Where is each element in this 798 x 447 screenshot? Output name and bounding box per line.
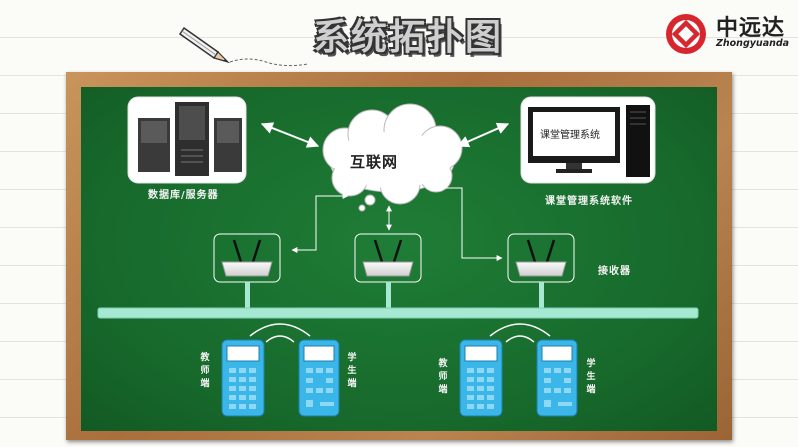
software-panel bbox=[520, 96, 656, 184]
wifi-router-icon bbox=[515, 239, 567, 277]
student-device-right bbox=[536, 339, 578, 417]
brand-subtitle: Zhongyuanda bbox=[716, 38, 790, 49]
server-panel bbox=[127, 96, 247, 184]
software-screen-text: 课堂管理系统 bbox=[540, 130, 600, 141]
internet-label: 互联网 bbox=[350, 153, 399, 171]
receiver-left bbox=[213, 233, 281, 283]
server-cloud-arrow bbox=[260, 122, 320, 148]
brand-logo: 中远达 Zhongyuanda bbox=[664, 6, 790, 60]
signal-arc-left-inner bbox=[265, 335, 295, 343]
student-label-left: 学生端 bbox=[347, 353, 357, 389]
logo-mark-icon bbox=[666, 14, 706, 54]
teacher-label-left: 教师端 bbox=[200, 353, 210, 389]
bus-drop-left bbox=[245, 282, 250, 308]
wifi-router-icon bbox=[221, 239, 273, 277]
teacher-device-right bbox=[459, 339, 503, 417]
desktop-computer-icon bbox=[528, 105, 650, 177]
student-label-right: 学生端 bbox=[586, 359, 596, 395]
software-label: 课堂管理系统软件 bbox=[545, 196, 633, 207]
receiver-right bbox=[507, 233, 575, 283]
cloud-receiver-right-link bbox=[435, 185, 503, 261]
pencil-icon bbox=[178, 26, 309, 67]
brand-name: 中远达 bbox=[716, 16, 786, 41]
receiver-center bbox=[354, 233, 422, 283]
wifi-router-icon bbox=[362, 239, 414, 277]
signal-arc-right bbox=[489, 323, 551, 337]
bus-drop-center bbox=[386, 282, 391, 308]
page-title: 系统拓扑图 bbox=[312, 16, 503, 58]
signal-arc-left bbox=[249, 323, 311, 337]
server-icon bbox=[138, 102, 242, 176]
teacher-device-left bbox=[221, 339, 265, 417]
network-bus bbox=[97, 307, 699, 319]
cloud-receiver-left-link bbox=[291, 193, 349, 253]
teacher-label-right: 教师端 bbox=[438, 359, 448, 395]
server-label: 数据库/服务器 bbox=[148, 190, 219, 201]
software-cloud-arrow bbox=[456, 122, 510, 148]
student-device-left bbox=[298, 339, 340, 417]
receiver-label: 接收器 bbox=[598, 266, 631, 277]
bus-drop-right bbox=[539, 282, 544, 308]
signal-arc-right-inner bbox=[505, 335, 535, 343]
